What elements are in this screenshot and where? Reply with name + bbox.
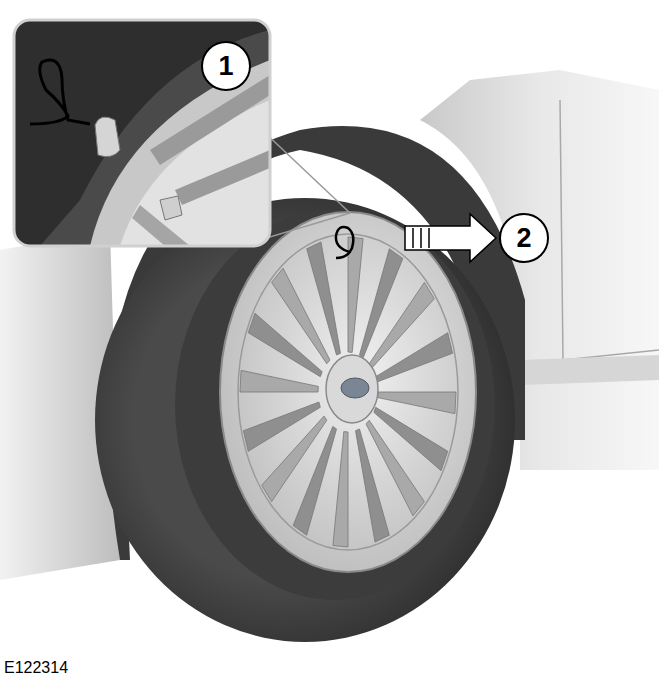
trim-spoke: [378, 392, 456, 414]
arrow-stripe: [420, 228, 422, 248]
figure-code: E122314: [4, 660, 68, 676]
wheel-trim: [220, 212, 476, 572]
inset-frame: [14, 20, 270, 246]
callout-number: 1: [218, 53, 233, 80]
tire-sidewall: [175, 210, 495, 600]
hook-tool: [336, 227, 353, 258]
trim-spoke: [376, 333, 453, 382]
callout-number: 2: [516, 225, 531, 252]
trim-center: [326, 355, 378, 423]
callout-circle: [202, 42, 250, 90]
trim-spoke: [243, 402, 320, 451]
tire: [95, 198, 515, 642]
trim-spoke: [240, 370, 318, 392]
trim-spoke: [307, 242, 341, 355]
detail-inset: [14, 20, 270, 246]
trim-spoke: [348, 237, 363, 352]
body-line: [560, 100, 659, 360]
hub-logo: [341, 378, 369, 398]
trim-spoke: [333, 432, 348, 547]
trim-spoke: [356, 429, 390, 542]
callout-circle: [500, 214, 548, 262]
pull-arrow: [405, 214, 496, 262]
arrow-stripe: [428, 228, 430, 248]
sill: [520, 355, 659, 385]
trim-spokes: [240, 237, 456, 547]
arrow-stripe: [412, 228, 414, 248]
leader-line: [262, 130, 350, 213]
trim-rim: [238, 234, 458, 550]
